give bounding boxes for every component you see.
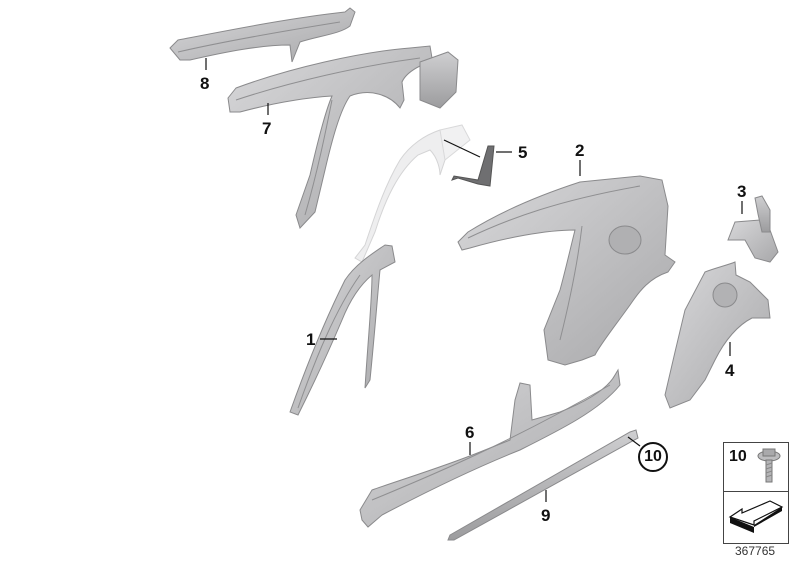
- part-6-side-sill[interactable]: [359, 368, 621, 528]
- part-8-roof-frame-upper[interactable]: [169, 7, 356, 63]
- callout-7[interactable]: 7: [262, 119, 272, 138]
- hex-bolt-icon: [757, 448, 781, 483]
- part-9-sill-strip[interactable]: [447, 429, 639, 541]
- callout-2[interactable]: 2: [575, 141, 585, 160]
- callout-8[interactable]: 8: [200, 74, 210, 93]
- part-7-roof-frame-pillar[interactable]: [227, 45, 459, 229]
- fastener-legend-box: 10: [723, 442, 789, 544]
- callout-6[interactable]: 6: [465, 423, 475, 442]
- part-3-small-bracket[interactable]: [727, 195, 779, 263]
- callout-9[interactable]: 9: [541, 506, 551, 525]
- callout-10-circled[interactable]: 10: [638, 442, 668, 472]
- part-2-rear-side-frame[interactable]: [457, 175, 676, 366]
- legend-bolt-cell: 10: [724, 443, 788, 492]
- part-5-bracket[interactable]: [451, 145, 495, 187]
- legend-item-number: 10: [729, 448, 747, 465]
- callout-3[interactable]: 3: [737, 182, 747, 201]
- part-4-rear-wheel-arch[interactable]: [664, 261, 771, 409]
- callout-1[interactable]: 1: [306, 330, 316, 349]
- diagram-reference-number: 367765: [735, 544, 776, 558]
- callout-5[interactable]: 5: [518, 143, 528, 162]
- ghost-pillar-reference: [354, 124, 471, 263]
- part-1-a-pillar[interactable]: [289, 244, 396, 416]
- leader-lines: [205, 58, 743, 502]
- direction-arrow-icon: [728, 500, 784, 533]
- callout-4[interactable]: 4: [725, 361, 735, 380]
